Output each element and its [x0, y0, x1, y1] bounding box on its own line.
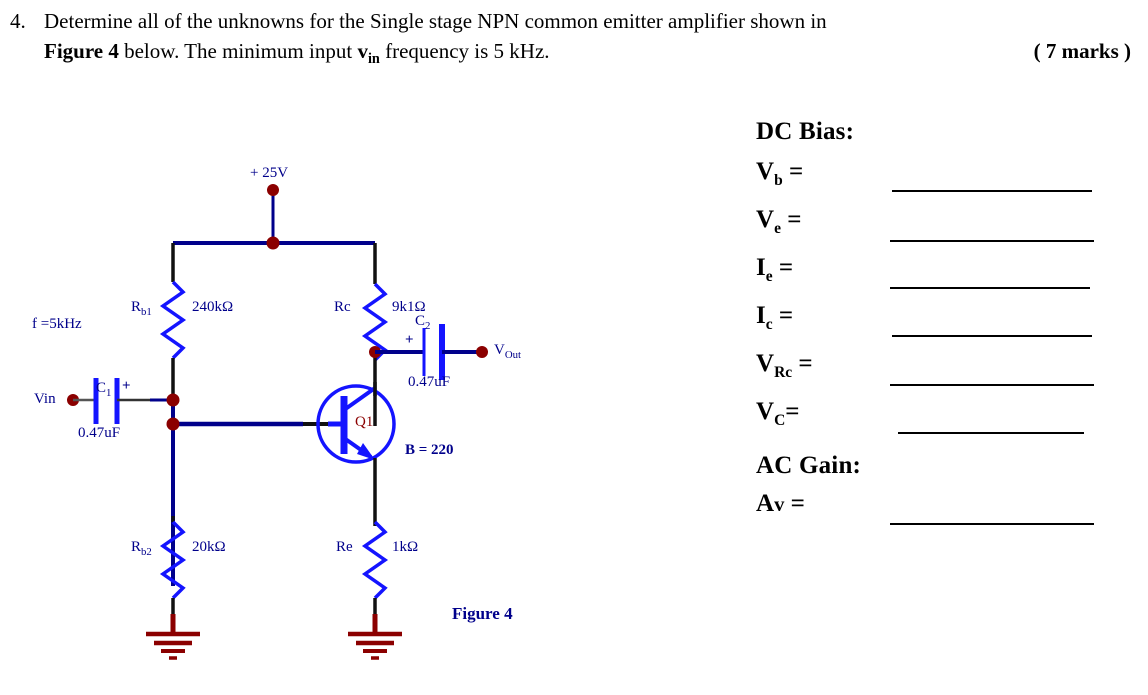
answer-sub-av: v	[774, 494, 785, 516]
answer-sub-ve: e	[774, 220, 781, 237]
capacitor-c2-value: 0.47uF	[408, 374, 451, 390]
resistor-rb2-value: 20kΩ	[192, 539, 226, 555]
input-branch	[67, 378, 180, 424]
question-line-2-text-b: frequency is 5 kHz.	[379, 39, 550, 63]
capacitor-c1-label: C1	[96, 380, 112, 399]
answer-row-vc: VC=	[748, 398, 1148, 446]
answer-blank-vrc[interactable]	[890, 384, 1094, 386]
ac-gain-heading: AC Gain:	[756, 452, 862, 479]
answer-row-ie: Ie =	[748, 254, 1148, 302]
transistor-envelope	[316, 384, 396, 464]
resistor-rb2-label: Rb2	[131, 539, 152, 558]
base-wire	[166, 417, 328, 431]
answer-panel: DC Bias: Vb = Ve = Ie = Ic = VRc = VC= A…	[748, 118, 1148, 538]
frequency-label: f =5kHz	[32, 316, 82, 332]
answer-blank-ic[interactable]	[892, 335, 1092, 337]
vin-subscript: in	[367, 51, 380, 68]
answer-row-vb: Vb =	[748, 158, 1148, 206]
beta-label: B = 220	[405, 442, 454, 458]
answer-sub-vrc: Rc	[774, 364, 793, 381]
transistor-collector-lead	[342, 386, 377, 412]
question-text: Determine all of the unknowns for the Si…	[44, 6, 1144, 74]
vout-label: VOut	[494, 342, 522, 361]
answer-row-ic: Ic =	[748, 302, 1148, 350]
answer-blank-vc[interactable]	[898, 432, 1084, 434]
circuit-diagram: + 25V f =5kHz Rb1 240kΩ Rb2 20kΩ Rc 9k1Ω…	[0, 86, 700, 686]
ground-symbol-re	[348, 614, 402, 660]
answer-label-av: Av =	[756, 490, 805, 517]
node-supply-junction	[266, 236, 280, 250]
answer-blank-av[interactable]	[890, 523, 1094, 525]
resistor-re-symbol	[361, 520, 389, 600]
supply-rail	[173, 184, 375, 250]
resistor-rb2-symbol	[159, 520, 187, 600]
question-line-1: Determine all of the unknowns for the Si…	[44, 9, 827, 33]
answer-blank-ie[interactable]	[890, 287, 1090, 289]
answer-row-vrc: VRc =	[748, 350, 1148, 398]
resistor-rb1-label: Rb1	[131, 299, 152, 318]
resistor-rc-value: 9k1Ω	[392, 299, 426, 315]
question-line-2-text-a: below. The minimum input	[118, 39, 358, 63]
capacitor-c2-label: C2	[415, 313, 431, 332]
transistor-q1-symbol	[316, 382, 396, 526]
output-branch	[375, 324, 488, 380]
resistor-rb1-symbol	[159, 280, 187, 360]
node-vout-terminal	[476, 346, 488, 358]
figure-reference: Figure 4	[44, 39, 119, 63]
answer-row-ve: Ve =	[748, 206, 1148, 254]
answer-sub-ic: c	[765, 316, 773, 333]
answer-label-vrc: VRc =	[756, 350, 813, 381]
circuit-svg	[67, 184, 488, 660]
capacitor-c2-polarity: +	[405, 332, 414, 348]
capacitor-c1-value: 0.47uF	[78, 425, 121, 441]
answer-label-vb: Vb =	[756, 158, 804, 189]
dc-bias-heading: DC Bias:	[756, 118, 855, 145]
node-base-top	[166, 393, 180, 407]
ground-symbol-rb2	[146, 614, 200, 660]
answer-label-ie: Ie =	[756, 254, 794, 285]
node-supply-terminal	[267, 184, 279, 196]
answer-blank-vb[interactable]	[892, 190, 1092, 192]
resistor-rb1-value: 240kΩ	[192, 299, 234, 315]
answer-label-ve: Ve =	[756, 206, 802, 237]
supply-voltage-label: + 25V	[250, 165, 289, 181]
answer-sub-vb: b	[774, 172, 783, 189]
question-line-2: Figure 4 below. The minimum input vin fr…	[44, 36, 1144, 74]
capacitor-c1-polarity: +	[122, 378, 131, 394]
re-branch	[361, 520, 389, 614]
vin-label: Vin	[34, 391, 56, 407]
answer-sub-vc: C	[774, 412, 786, 429]
question-number: 4.	[10, 9, 26, 33]
answer-label-vc: VC=	[756, 398, 800, 429]
resistor-re-label: Re	[336, 539, 353, 555]
node-base	[166, 417, 180, 431]
answer-label-ic: Ic =	[756, 302, 794, 333]
transistor-q1-label: Q1	[355, 414, 374, 430]
transistor-emitter-arrow	[357, 443, 375, 460]
answer-blank-ve[interactable]	[890, 240, 1094, 242]
answer-row-av: Av =	[748, 490, 1148, 538]
resistor-re-value: 1kΩ	[392, 539, 419, 555]
marks-label: ( 7 marks )	[1033, 39, 1131, 63]
question-block: 4. Determine all of the unknowns for the…	[0, 0, 1148, 74]
answer-sub-ie: e	[765, 268, 773, 285]
figure-caption: Figure 4	[452, 604, 513, 623]
resistor-rc-label: Rc	[334, 299, 351, 315]
vin-symbol: vin	[357, 39, 380, 68]
